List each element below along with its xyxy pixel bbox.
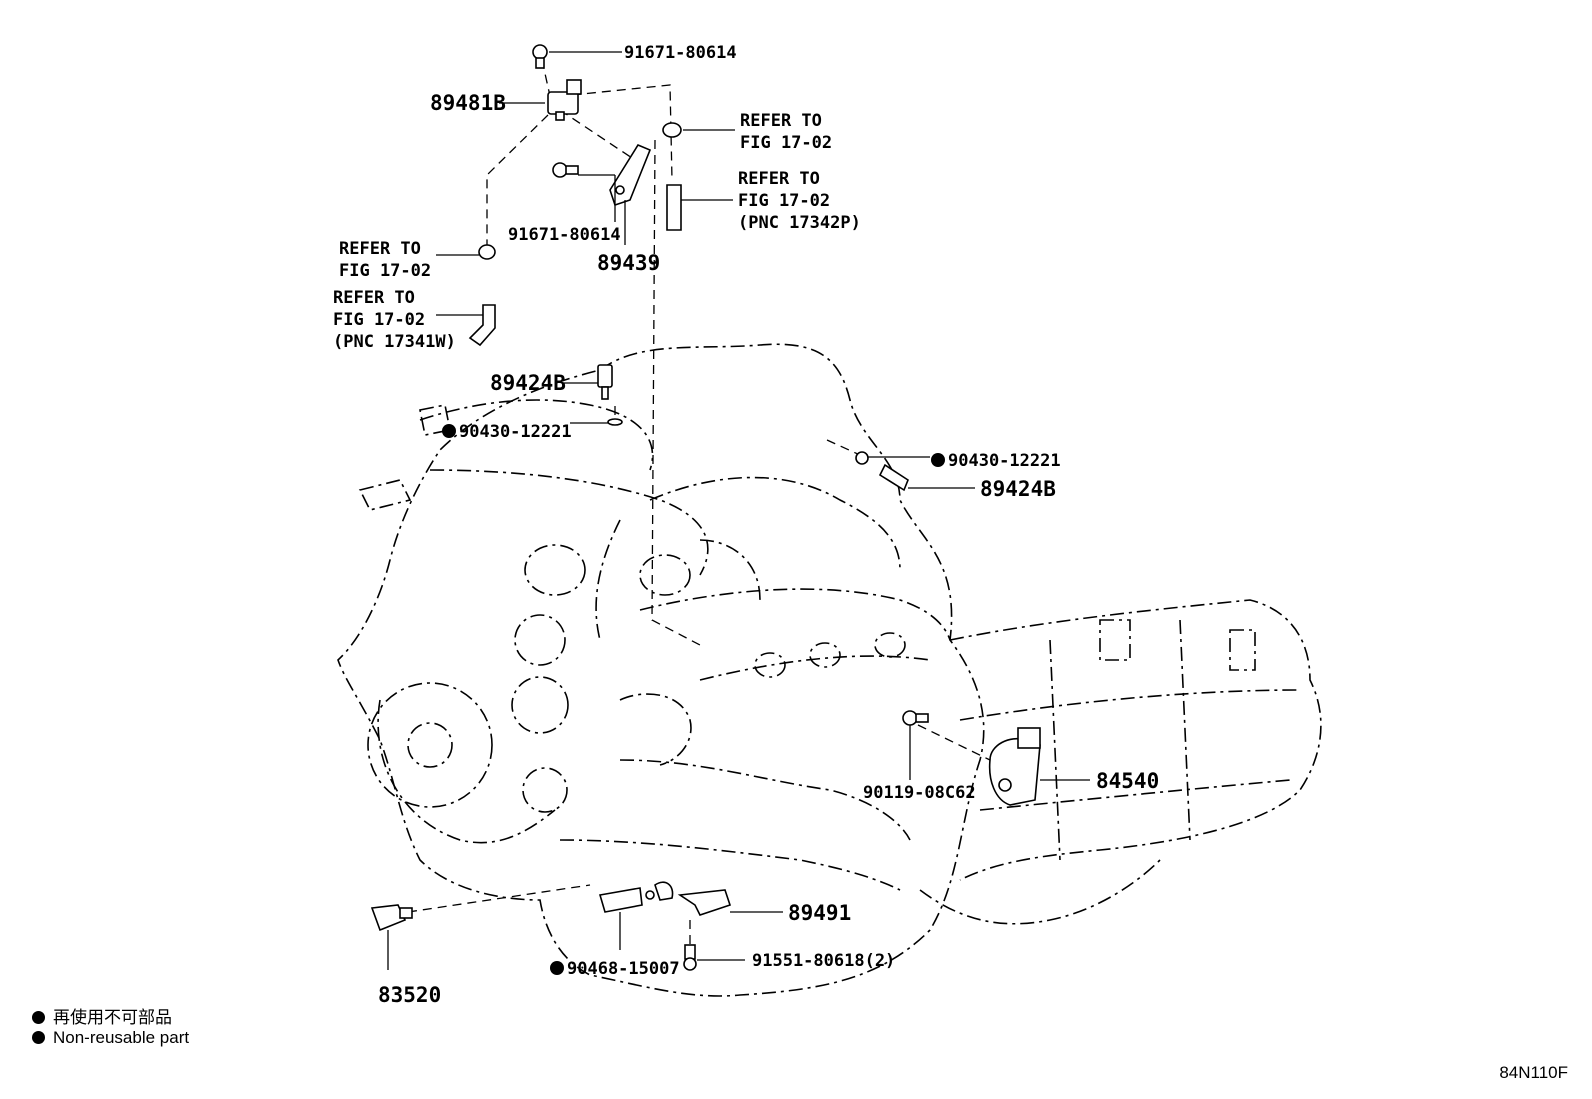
legend-japanese-text: 再使用不可部品 xyxy=(53,1008,172,1027)
gasket-90430-right-part xyxy=(855,451,869,465)
label-89424b-right[interactable]: 89424B xyxy=(980,477,1056,501)
label-refer-to-tr2-c[interactable]: (PNC 17342P) xyxy=(738,213,861,233)
engine-outline xyxy=(337,343,985,997)
sensor-89481b-part xyxy=(547,79,582,121)
non-reusable-dot-90468 xyxy=(550,961,564,975)
label-90468-15007[interactable]: 90468-15007 xyxy=(567,959,680,979)
label-refer-to-l2-c[interactable]: (PNC 17341W) xyxy=(333,332,456,352)
legend-english-text: Non-reusable part xyxy=(53,1028,190,1047)
clamp-left-part xyxy=(478,244,496,260)
legend-dot-icon xyxy=(32,1031,45,1044)
bolt-90119-part xyxy=(902,710,929,726)
label-refer-to-l1-b[interactable]: FIG 17-02 xyxy=(339,261,431,281)
assembly-lines xyxy=(407,59,991,945)
clamp-right-part xyxy=(662,122,682,138)
label-91671-80614-top[interactable]: 91671-80614 xyxy=(624,43,737,63)
bolt-91671-mid-part xyxy=(552,162,579,178)
label-refer-to-tr1-b[interactable]: FIG 17-02 xyxy=(740,133,832,153)
bracket-89439-part xyxy=(609,144,652,207)
label-refer-to-l2-a[interactable]: REFER TO xyxy=(333,288,415,308)
label-refer-to-tr2-a[interactable]: REFER TO xyxy=(738,169,820,189)
legend-japanese: 再使用不可部品 xyxy=(32,1003,172,1028)
label-89491[interactable]: 89491 xyxy=(788,901,851,925)
sensor-89424b-left-part xyxy=(597,364,613,400)
label-refer-to-l1-a[interactable]: REFER TO xyxy=(339,239,421,259)
sensor-89491-part xyxy=(645,881,732,916)
leader-lines xyxy=(387,51,1090,970)
label-89439[interactable]: 89439 xyxy=(597,251,660,275)
pump-84540-part xyxy=(988,727,1041,806)
label-89481b[interactable]: 89481B xyxy=(430,91,506,115)
hose-left-part xyxy=(468,304,496,347)
non-reusable-dot-90430-left xyxy=(442,424,456,438)
legend-english: Non-reusable part xyxy=(32,1028,189,1048)
diagram-code: 84N110F xyxy=(1499,1063,1568,1082)
label-83520[interactable]: 83520 xyxy=(378,983,441,1007)
bolt-91551-part xyxy=(683,944,697,971)
sensor-89424b-right-part xyxy=(878,463,909,492)
label-90119-08c62[interactable]: 90119-08C62 xyxy=(863,783,976,803)
label-refer-to-tr2-b[interactable]: FIG 17-02 xyxy=(738,191,830,211)
label-90430-12221-left[interactable]: 90430-12221 xyxy=(459,422,572,442)
label-91671-80614-mid[interactable]: 91671-80614 xyxy=(508,225,621,245)
label-refer-to-l2-b[interactable]: FIG 17-02 xyxy=(333,310,425,330)
bolt-91671-top-part xyxy=(532,44,548,69)
label-refer-to-tr1-a[interactable]: REFER TO xyxy=(740,111,822,131)
non-reusable-dot-90430-right xyxy=(931,453,945,467)
label-89424b-left[interactable]: 89424B xyxy=(490,371,566,395)
transmission-outline xyxy=(919,599,1322,925)
hose-right-part xyxy=(666,184,682,231)
label-84540[interactable]: 84540 xyxy=(1096,769,1159,793)
switch-83520-part xyxy=(370,904,413,932)
label-91551-80618[interactable]: 91551-80618(2) xyxy=(752,951,895,971)
label-90430-12221-right[interactable]: 90430-12221 xyxy=(948,451,1061,471)
legend-dot-icon xyxy=(32,1011,45,1024)
gasket-90430-left-part xyxy=(607,418,623,426)
gasket-90468-part xyxy=(598,887,643,913)
